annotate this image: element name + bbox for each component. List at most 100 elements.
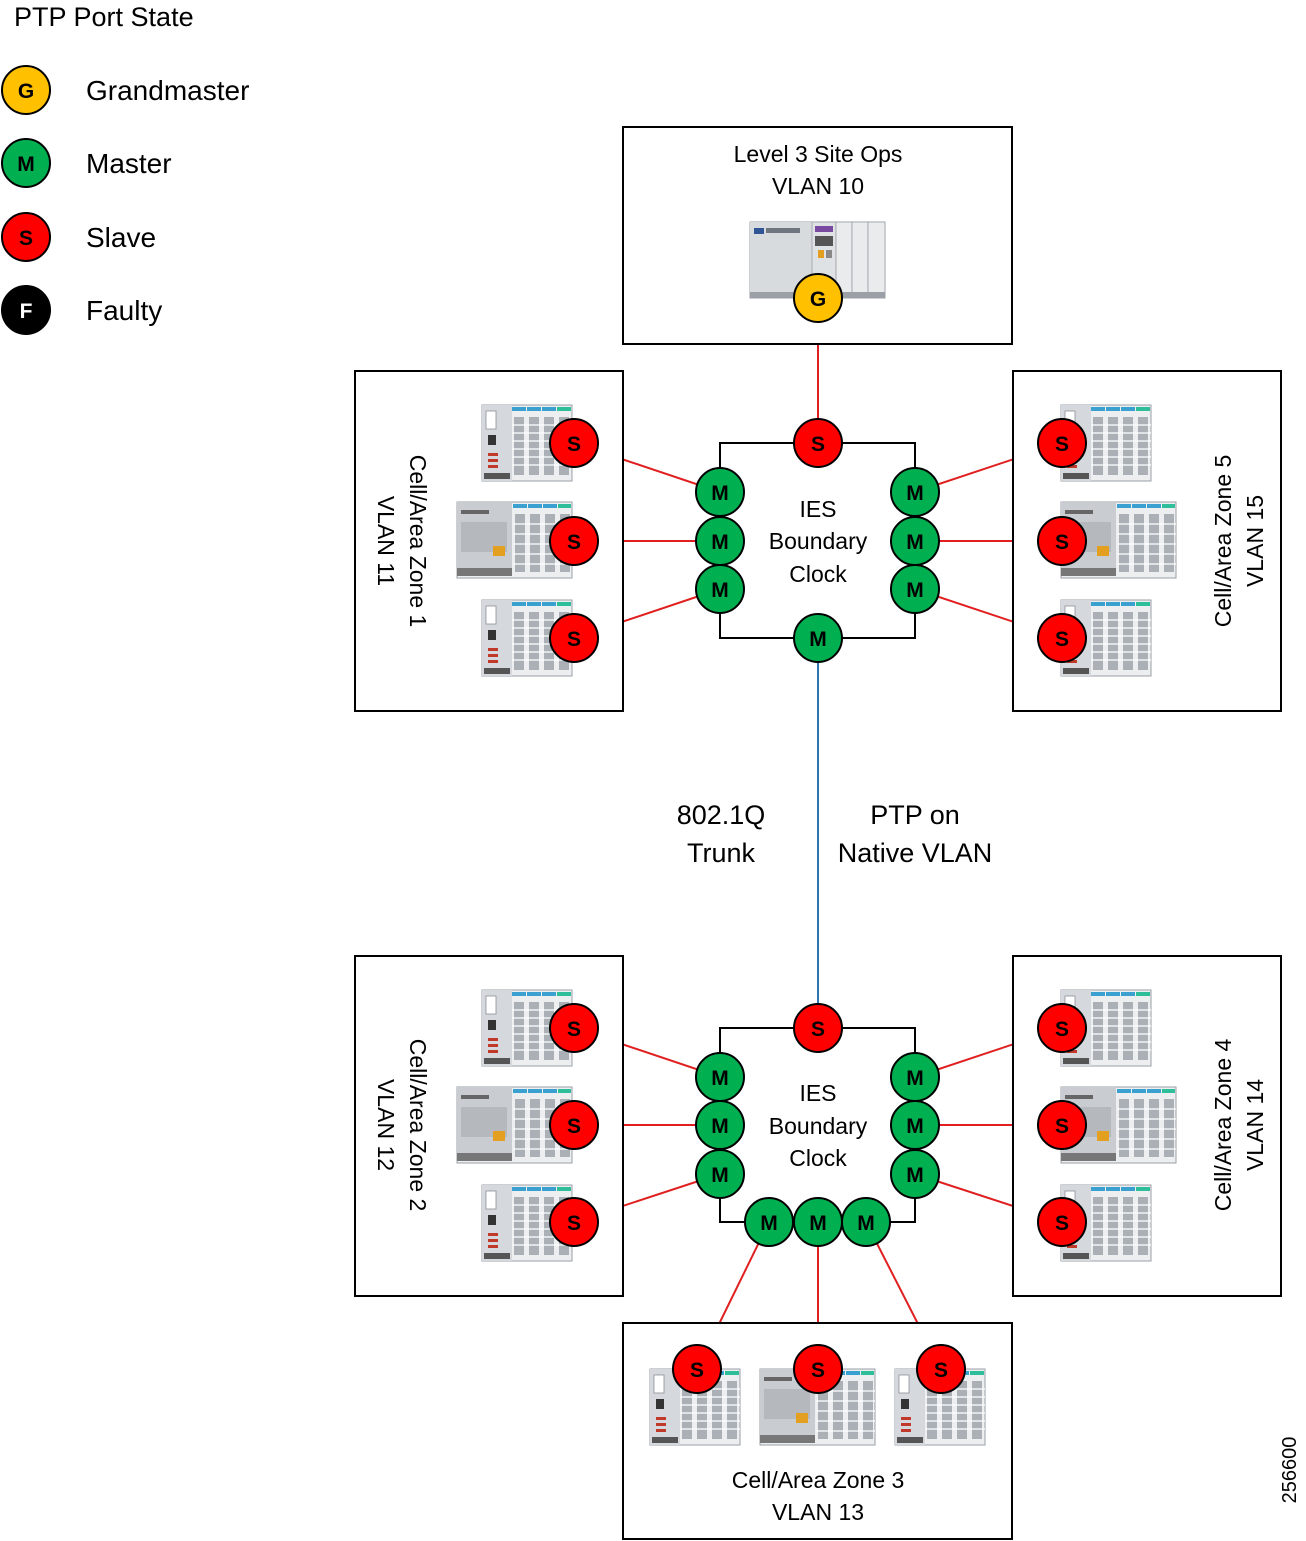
slave-port-icon <box>793 418 843 468</box>
zone3-label: Cell/Area Zone 3 VLAN 13 <box>732 1467 905 1525</box>
svg-text:Cell/Area Zone 4: Cell/Area Zone 4 <box>1210 1038 1236 1211</box>
trunk-label: 802.1Q Trunk <box>677 800 766 868</box>
slave-port-icon <box>916 1344 966 1394</box>
svg-text:VLAN 14: VLAN 14 <box>1242 1079 1268 1171</box>
svg-text:M: M <box>906 1164 924 1187</box>
port-glyphs: G S M M M M M M M S S S S S S S M M M M … <box>567 288 1069 1382</box>
svg-text:G: G <box>810 288 826 311</box>
svg-text:802.1Q: 802.1Q <box>677 800 766 830</box>
slave-port-icon <box>1037 418 1087 468</box>
svg-text:S: S <box>1055 1115 1069 1138</box>
svg-text:M: M <box>711 1164 729 1187</box>
svg-text:M: M <box>906 482 924 505</box>
master-port-icon <box>841 1197 891 1247</box>
master-icon <box>1 138 51 188</box>
svg-text:M: M <box>857 1212 875 1235</box>
slave-port-icon <box>1037 1100 1087 1150</box>
svg-text:M: M <box>809 628 827 651</box>
svg-text:S: S <box>1055 531 1069 554</box>
svg-text:M: M <box>906 531 924 554</box>
svg-text:M: M <box>906 579 924 602</box>
master-port-icon <box>695 564 745 614</box>
zone2-label: Cell/Area Zone 2 VLAN 12 <box>373 1039 431 1212</box>
svg-text:M: M <box>711 531 729 554</box>
svg-text:Trunk: Trunk <box>687 838 756 868</box>
svg-text:S: S <box>1055 1018 1069 1041</box>
svg-text:PTP on: PTP on <box>870 800 960 830</box>
svg-text:Cell/Area Zone 1: Cell/Area Zone 1 <box>405 455 431 628</box>
svg-text:M: M <box>711 1067 729 1090</box>
slave-port-icon <box>793 1344 843 1394</box>
figure-number: 256600 <box>1279 1437 1301 1504</box>
slave-port-icon <box>1037 1003 1087 1053</box>
svg-text:S: S <box>811 1359 825 1382</box>
svg-text:M: M <box>711 1115 729 1138</box>
legend-title: PTP Port State <box>14 2 194 32</box>
site-ops-label: Level 3 Site Ops VLAN 10 <box>734 141 903 199</box>
svg-text:M: M <box>711 482 729 505</box>
legend-label: Master <box>86 148 172 179</box>
svg-text:VLAN 11: VLAN 11 <box>373 496 399 586</box>
slave-port-icon <box>549 418 599 468</box>
master-port-icon <box>890 1149 940 1199</box>
svg-text:Cell/Area Zone 5: Cell/Area Zone 5 <box>1210 455 1236 628</box>
grandmaster-icon <box>1 65 51 115</box>
svg-text:Cell/Area Zone 3: Cell/Area Zone 3 <box>732 1467 905 1493</box>
svg-text:M: M <box>809 1212 827 1235</box>
zone5-label: Cell/Area Zone 5 VLAN 15 <box>1210 455 1268 628</box>
slave-port-icon <box>1037 1197 1087 1247</box>
legend: PTP Port State G Grandmaster M Master S … <box>1 2 249 335</box>
svg-text:M: M <box>906 1067 924 1090</box>
svg-text:M: M <box>760 1212 778 1235</box>
slave-icon <box>1 212 51 262</box>
svg-text:IES: IES <box>799 1080 836 1106</box>
faulty-icon <box>1 285 51 335</box>
slave-port-icon <box>549 516 599 566</box>
master-port-icon <box>890 564 940 614</box>
svg-text:S: S <box>1055 1212 1069 1235</box>
svg-text:S: S <box>811 433 825 456</box>
legend-item-grandmaster: G Grandmaster <box>1 65 249 115</box>
switch-bottom-label: IES Boundary Clock <box>769 1080 868 1171</box>
slave-port-icon <box>672 1344 722 1394</box>
master-port-icon <box>695 1149 745 1199</box>
switch-top-label: IES Boundary Clock <box>769 496 868 587</box>
svg-text:S: S <box>690 1359 704 1382</box>
svg-text:Clock: Clock <box>789 1145 847 1171</box>
svg-text:M: M <box>17 153 35 176</box>
legend-label: Faulty <box>86 295 162 326</box>
svg-text:Level 3 Site Ops: Level 3 Site Ops <box>734 141 903 167</box>
zone4-label: Cell/Area Zone 4 VLAN 14 <box>1210 1038 1268 1211</box>
legend-item-master: M Master <box>1 138 172 188</box>
legend-label: Slave <box>86 222 156 253</box>
legend-label: Grandmaster <box>86 75 249 106</box>
svg-text:Boundary: Boundary <box>769 528 868 554</box>
svg-text:S: S <box>567 1212 581 1235</box>
slave-port-icon <box>549 613 599 663</box>
slave-port-icon <box>549 1003 599 1053</box>
svg-text:VLAN 15: VLAN 15 <box>1242 495 1268 587</box>
ptp-native-vlan-label: PTP on Native VLAN <box>838 800 993 868</box>
slave-port-icon <box>793 1003 843 1053</box>
svg-text:IES: IES <box>799 496 836 522</box>
svg-text:S: S <box>811 1018 825 1041</box>
slave-port-icon <box>549 1197 599 1247</box>
master-port-icon <box>793 613 843 663</box>
zone1-label: Cell/Area Zone 1 VLAN 11 <box>373 455 431 628</box>
svg-text:S: S <box>1055 628 1069 651</box>
svg-text:S: S <box>567 433 581 456</box>
svg-text:Native VLAN: Native VLAN <box>838 838 993 868</box>
ptp-ports <box>549 273 1087 1394</box>
slave-port-icon <box>1037 516 1087 566</box>
svg-text:M: M <box>711 579 729 602</box>
svg-text:Boundary: Boundary <box>769 1113 868 1139</box>
svg-text:S: S <box>567 1018 581 1041</box>
svg-text:VLAN 13: VLAN 13 <box>772 1499 864 1525</box>
svg-text:Clock: Clock <box>789 561 847 587</box>
svg-text:S: S <box>567 628 581 651</box>
svg-text:S: S <box>567 1115 581 1138</box>
svg-text:Cell/Area Zone 2: Cell/Area Zone 2 <box>405 1039 431 1212</box>
slave-port-icon <box>549 1100 599 1150</box>
svg-text:S: S <box>19 227 33 250</box>
